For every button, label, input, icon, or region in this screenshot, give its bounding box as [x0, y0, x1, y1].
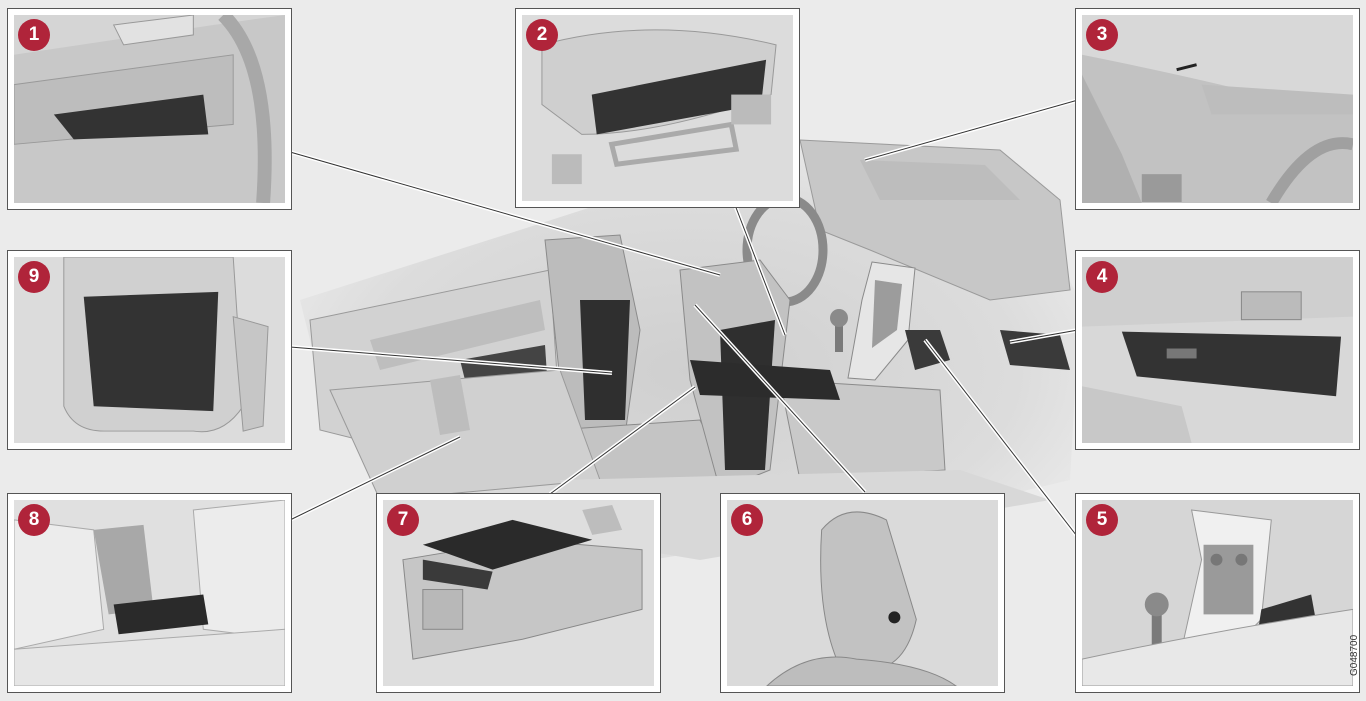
seatback-pocket-illustration	[14, 257, 285, 443]
panel-rear-armrest: 8	[7, 493, 292, 693]
callout-1: 1	[18, 19, 50, 51]
tunnel-armrest-illustration	[383, 500, 654, 686]
leader-line-9-core	[289, 346, 613, 374]
panel-tunnel-armrest: 7	[376, 493, 661, 693]
headrest-illustration	[727, 500, 998, 686]
panel-tunnel-armrest-image: 7	[383, 500, 654, 686]
leader-line-8-core	[289, 436, 461, 521]
panel-seatback-pocket-image: 9	[14, 257, 285, 443]
leader-line-4-core	[1009, 329, 1079, 343]
panel-headrest-image: 6	[727, 500, 998, 686]
rear-armrest-illustration	[14, 500, 285, 686]
callout-6: 6	[731, 504, 763, 536]
glovebox-illustration	[1082, 257, 1353, 443]
seat-front-pocket-illustration	[522, 15, 793, 201]
panel-dashboard-ticket-holder: 3	[1075, 8, 1360, 210]
dashboard-illustration	[1082, 15, 1353, 203]
panel-seat-front-pocket: 2	[515, 8, 800, 208]
panel-door-pocket-image: 1	[14, 15, 285, 203]
leader-line-2-core	[734, 204, 786, 336]
center-console-illustration	[1082, 500, 1353, 686]
callout-4: 4	[1086, 261, 1118, 293]
leader-line-6-core	[694, 304, 866, 493]
callout-7: 7	[387, 504, 419, 536]
panel-glovebox: 4	[1075, 250, 1360, 450]
reference-code: G048700	[1349, 634, 1360, 676]
panel-dashboard-image: 3	[1082, 15, 1353, 203]
leader-line-7-core	[549, 386, 696, 495]
panel-rear-armrest-image: 8	[14, 500, 285, 686]
panel-seat-front-pocket-image: 2	[522, 15, 793, 201]
panel-headrest: 6	[720, 493, 1005, 693]
callout-3: 3	[1086, 19, 1118, 51]
door-pocket-illustration	[14, 15, 285, 203]
leader-line-1-core	[289, 151, 721, 276]
panel-center-console-image: 5	[1082, 500, 1353, 686]
callout-5: 5	[1086, 504, 1118, 536]
callout-9: 9	[18, 261, 50, 293]
callout-2: 2	[526, 19, 558, 51]
callout-8: 8	[18, 504, 50, 536]
panel-seatback-pocket: 9	[7, 250, 292, 450]
panel-center-console: 5	[1075, 493, 1360, 693]
leader-line-5-core	[924, 339, 1081, 541]
panel-door-pocket: 1	[7, 8, 292, 210]
panel-glovebox-image: 4	[1082, 257, 1353, 443]
leader-line-3-core	[864, 99, 1079, 161]
